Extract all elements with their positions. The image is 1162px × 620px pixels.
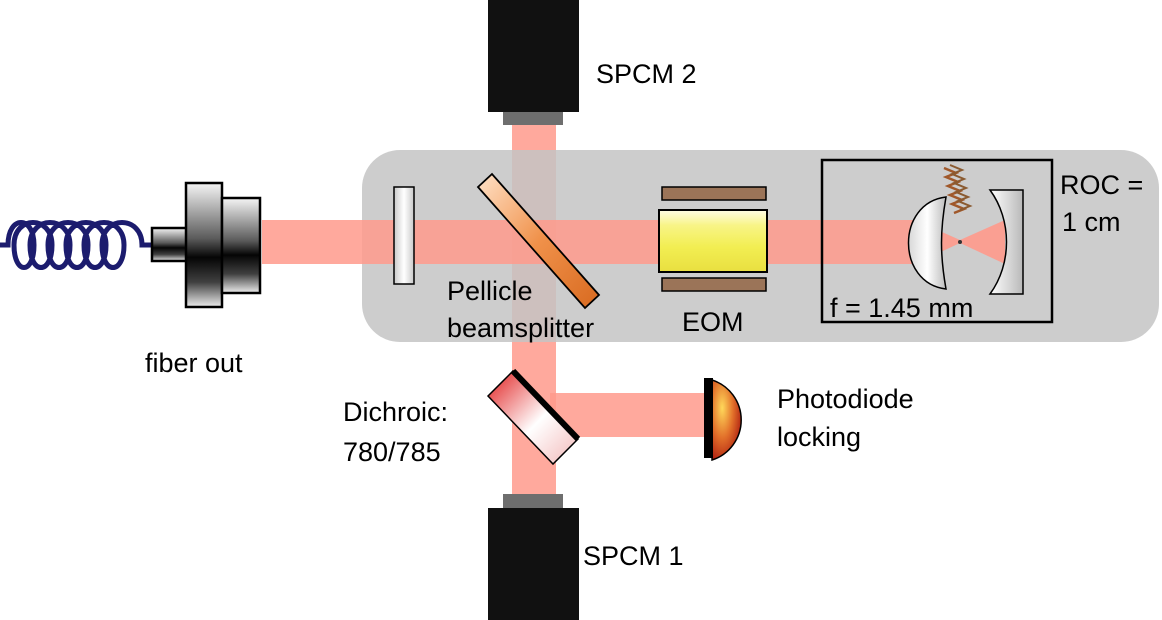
- spcm2-detector: [488, 0, 579, 125]
- fiber-out-label: fiber out: [145, 348, 243, 378]
- input-window: [393, 186, 415, 285]
- photodiode: [704, 378, 742, 462]
- eom-electrode-bottom: [661, 277, 767, 292]
- fiber-out-connector: [150, 181, 262, 309]
- aspheric-lens: [907, 196, 947, 290]
- cavity-box: [820, 158, 1054, 324]
- spcm2-window: [503, 112, 563, 125]
- roc-label-line2: 1 cm: [1062, 207, 1121, 237]
- eom-label: EOM: [682, 307, 744, 337]
- curved-mirror: [988, 189, 1024, 295]
- photodiode-label-line2: locking: [777, 422, 861, 452]
- photodiode-dome: [711, 378, 742, 462]
- eom-electrode-top: [661, 186, 767, 201]
- spcm2-label: SPCM 2: [596, 59, 697, 89]
- eom-crystal: [658, 209, 768, 273]
- photodiode-label-line1: Photodiode: [777, 384, 914, 414]
- eom: [658, 186, 768, 292]
- horizontal-beam: [262, 220, 917, 264]
- fiber-mount-back: [220, 196, 262, 295]
- photodiode-beam: [550, 393, 710, 437]
- cavity-focus-point: [958, 240, 962, 244]
- atom-beam-squiggle-2: [949, 164, 973, 211]
- focal-length-label: f = 1.45 mm: [830, 293, 973, 323]
- fiber-mount-front: [184, 181, 224, 309]
- spcm1-body: [488, 508, 579, 620]
- spcm2-body: [488, 0, 579, 112]
- dichroic-label-line1: Dichroic:: [343, 397, 448, 427]
- dichroic-coating: [510, 368, 581, 442]
- roc-label-line1: ROC =: [1060, 170, 1143, 200]
- spcm1-label: SPCM 1: [583, 541, 684, 571]
- pellicle-label-line1: Pellicle: [447, 276, 533, 306]
- pellicle-label-line2: beamsplitter: [447, 313, 594, 343]
- pellicle-beamsplitter: [476, 172, 601, 310]
- spcm1-window: [503, 494, 563, 508]
- dichroic-label-line2: 780/785: [343, 437, 441, 467]
- fiber-coil-icon: [0, 220, 152, 270]
- fiber-ferrule: [150, 226, 190, 263]
- photodiode-base: [704, 378, 713, 458]
- spcm1-detector: [488, 494, 579, 620]
